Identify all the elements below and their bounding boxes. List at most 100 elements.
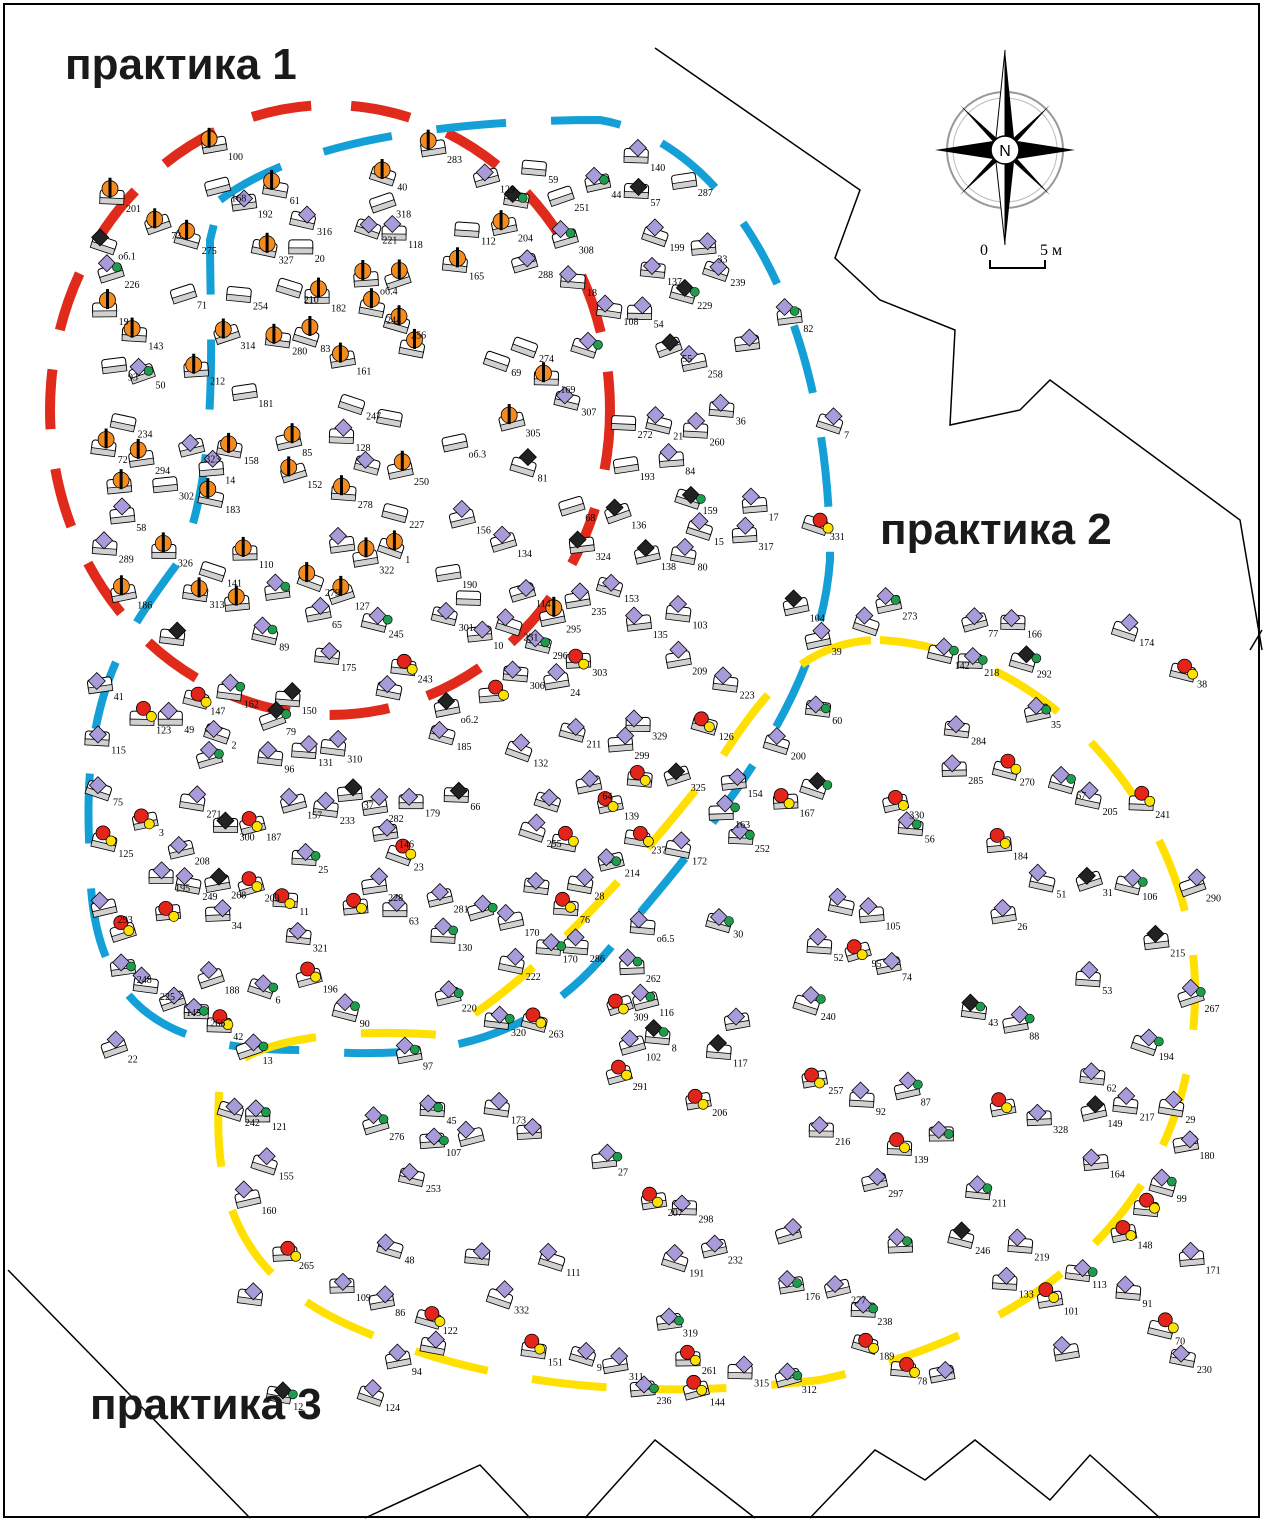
feature-label: 158 [244,456,259,467]
feature-label: 86 [395,1308,405,1319]
burial-feature [482,350,511,373]
red-marker [274,888,290,903]
diamond-marker [344,778,363,797]
diamond-marker [112,953,131,972]
feature-label: 159 [703,506,718,517]
feature-label: 110 [259,560,274,571]
feature-label: 21 [673,431,683,442]
green-marker [982,1183,993,1193]
feature-label: 294 [155,466,170,477]
feature-label: 324 [596,552,611,563]
yellow-marker [498,689,509,701]
red-marker [1177,658,1192,674]
burial-feature [205,906,231,922]
red-marker [300,961,316,977]
diamond-marker [943,754,962,773]
feature-label: 302 [179,492,194,503]
diamond-marker [296,842,315,861]
feature-label: 87 [921,1097,931,1108]
green-marker [902,1236,912,1246]
feature-label: 26 [1017,922,1027,933]
green-marker [235,681,246,692]
feature-label: 297 [888,1189,903,1200]
diamond-marker [708,1033,728,1053]
feature-label: 233 [340,816,355,827]
green-marker [288,1389,298,1400]
zone-1-boundary [45,100,615,720]
red-marker [1134,785,1150,801]
orange-marker-bar [206,478,210,499]
diamond-marker [585,166,604,185]
feature-label: 243 [418,674,433,685]
diamond-marker [580,769,599,788]
diamond-marker [395,1036,414,1055]
feature-label: 112 [481,237,496,248]
yellow-marker [1144,795,1156,807]
diamond-marker [244,1033,263,1052]
feature-label: 228 [388,893,403,904]
yellow-marker [1010,763,1022,775]
feature-label: 44 [611,190,621,201]
feature-label: 162 [244,699,259,710]
diamond-marker [473,620,492,639]
diamond-marker [709,257,728,276]
diamond-marker [728,767,747,787]
diamond-marker [1117,1086,1136,1105]
diamond-marker [516,578,536,598]
green-marker [267,624,278,635]
yellow-marker [868,1342,879,1354]
feature-label: 168 [231,194,246,205]
diamond-marker [1171,1344,1191,1363]
yellow-marker [639,775,651,786]
diamond-marker [855,606,874,625]
green-marker [1041,704,1051,715]
diamond-marker [713,666,733,685]
green-marker [977,655,988,665]
diamond-marker [364,1106,383,1125]
diamond-marker [965,607,984,626]
diamond-marker [400,1162,419,1181]
feature-label: 287 [698,188,713,199]
diamond-marker [634,1375,654,1394]
feature-label: 174 [1139,638,1154,649]
feature-label: 77 [988,629,998,640]
scale-bar [989,260,1046,269]
diamond-marker [1052,1335,1071,1355]
orange-marker-bar [221,318,225,339]
feature-label: 136 [631,520,646,531]
burial-feature [947,1229,975,1250]
red-marker [396,653,412,669]
feature-label: 267 [1205,1004,1220,1015]
diamond-marker [169,835,188,855]
red-marker [555,891,570,907]
diamond-marker [934,637,954,656]
feature-label: 278 [358,500,373,511]
feature-label: 91 [1143,1299,1153,1310]
diamond-marker [542,933,561,952]
diamond-marker [629,910,648,929]
feature-label: 28 [594,892,604,903]
feature-label: 192 [258,210,273,221]
feature-label: 146 [399,840,414,851]
feature-label: 99 [1177,1194,1187,1205]
diamond-marker [628,138,647,157]
diamond-marker [288,921,307,940]
feature-label: 208 [195,857,210,868]
orange-marker-bar [397,305,401,326]
feature-label: об.3 [469,450,487,461]
diamond-marker [490,1091,509,1110]
feature-label: 173 [511,1115,526,1126]
green-marker [281,709,292,719]
feature-label: 90 [360,1019,370,1030]
yellow-marker [621,1069,632,1081]
feature-label: 42 [233,1032,243,1043]
red-marker [133,808,149,824]
feature-label: 157 [307,810,322,821]
green-marker [696,494,706,504]
zone-2-title: практика 2 [880,505,1112,554]
yellow-marker [578,658,590,670]
diamond-marker [570,582,589,601]
feature-label: 24 [570,688,580,699]
feature-label: 217 [1140,1113,1155,1124]
burial-feature [204,176,232,197]
